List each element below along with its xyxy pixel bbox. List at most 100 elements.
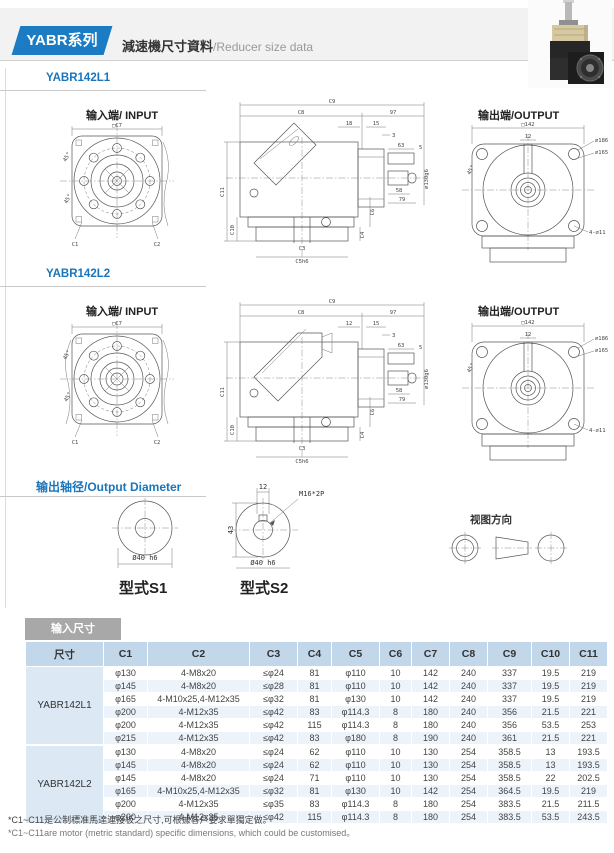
dim-cell: 8 [379,718,412,732]
page-title-en: /Reducer size data [213,40,314,54]
dim-cell: 62 [297,744,332,759]
dim-79: 79 [399,197,406,203]
dim-cell: ≤φ24 [249,744,298,759]
dim-45a: 45° [62,349,72,361]
dim-c2: C2 [154,242,161,248]
page-title-zh: 減速機尺寸資料 [122,39,214,54]
dim-c4: C4 [360,431,366,438]
dim-97: 97 [390,310,397,316]
dim-cell: 219 [569,666,608,680]
dim-cell: 130 [411,758,450,772]
dim-cell: 4-M10x25,4-M12x35 [147,784,250,798]
dim-cell: 219 [569,679,608,693]
dim-cell: ≤φ32 [249,784,298,798]
dim-cell: 356 [487,718,532,732]
dim-s1-dia: Ø40 h6 [132,554,157,562]
dim-cell: 383.5 [487,797,532,811]
model-name-cell: YABR142L1 [25,666,104,746]
dim-cell: φ145 [103,679,148,693]
dim-186: ⌀186 [595,138,608,144]
dim-s2: 15 [373,121,380,127]
section-rule [0,496,206,497]
column-header: C11 [569,641,608,667]
dim-cell: 10 [379,666,412,680]
dim-cell: φ200 [103,705,148,719]
input-label-l1: 输入端/ INPUT [86,110,159,122]
dim-cell: ≤φ24 [249,666,298,680]
dim-s3: 3 [392,133,395,139]
section-title-output-diameter: 输出轴径/Output Diameter [36,480,182,494]
input-view-drawing-l1: □C7 C1 C2 45° 45° [52,122,182,250]
dim-cell: 221 [569,705,608,719]
dim-cell: 240 [449,731,488,746]
dim-cell: 254 [449,797,488,811]
footnote-zh: *C1~C11是公制標准馬達連接板之尺寸,可根據客戶要求單獨定做。 [8,815,272,825]
dim-45a: 45° [62,151,72,163]
dim-cell: 19.5 [531,679,570,693]
dim-cell: 361 [487,731,532,746]
dim-cell: 10 [379,758,412,772]
output-label-l1: 输出端/OUTPUT [478,110,560,122]
dim-cell: 254 [449,771,488,785]
dim-cell: 337 [487,679,532,693]
input-label-l2: 输入端/ INPUT [86,306,159,318]
dim-cell: 83 [297,731,332,746]
page-title: 減速機尺寸資料/Reducer size data [122,36,313,55]
dim-cell: 8 [379,797,412,811]
dim-s2-height: 43 [227,526,235,534]
dim-cell: 240 [449,679,488,693]
dim-cell: 4-M10x25,4-M12x35 [147,692,250,706]
dim-cell: 337 [487,666,532,680]
dim-cell: 180 [411,810,450,824]
section-title-yabr142l2: YABR142L2 [46,268,111,280]
column-header: C7 [411,641,450,667]
footnote-en: *C1~C11are motor (metric standard) speci… [8,828,356,838]
dim-cell: 202.5 [569,771,608,785]
dim-45b: 45° [63,193,73,205]
dim-cell: 4-M8x20 [147,666,250,680]
dim-142: □142 [521,122,534,128]
dim-cell: 53.5 [531,810,570,824]
dim-cell: φ110 [331,758,380,772]
dim-cell: 83 [297,705,332,719]
dim-c10: C10 [230,225,236,235]
dim-cell: 53.5 [531,718,570,732]
dim-s2-dia: Ø40 h6 [250,559,275,567]
dim-45b: 45° [63,391,73,403]
column-header: C4 [297,641,332,667]
dim-cell: ≤φ28 [249,679,298,693]
table-tab-input-size: 输入尺寸 [25,618,121,640]
dim-c4: C4 [360,231,366,238]
dim-cell: 240 [449,666,488,680]
column-header: C1 [103,641,148,667]
dim-cell: 240 [449,705,488,719]
dim-cell: φ180 [331,731,380,746]
dim-cell: φ145 [103,758,148,772]
dim-s1: 12 [346,321,353,327]
dim-cell: 142 [411,692,450,706]
section-title-yabr142l1: YABR142L1 [46,72,111,84]
dim-cell: 10 [379,771,412,785]
dim-cell: 180 [411,797,450,811]
dim-cell: φ200 [103,718,148,732]
dim-c5: C5h6 [295,259,308,265]
dim-cell: 4-M8x20 [147,744,250,759]
dim-cell: φ114.3 [331,718,380,732]
left-guide-line [5,68,6,608]
column-header: C2 [147,641,250,667]
dim-cell: 254 [449,784,488,798]
dim-c1: C1 [72,440,79,446]
product-photo [528,0,612,88]
dim-186: ⌀186 [595,336,608,342]
dim-cell: φ215 [103,731,148,746]
dim-cell: 10 [379,692,412,706]
dim-cell: 221 [569,731,608,746]
dim-cell: 115 [297,810,332,824]
gearbox-photo-icon [528,0,612,88]
dim-165: ⌀165 [595,348,608,354]
dim-cell: φ114.3 [331,810,380,824]
